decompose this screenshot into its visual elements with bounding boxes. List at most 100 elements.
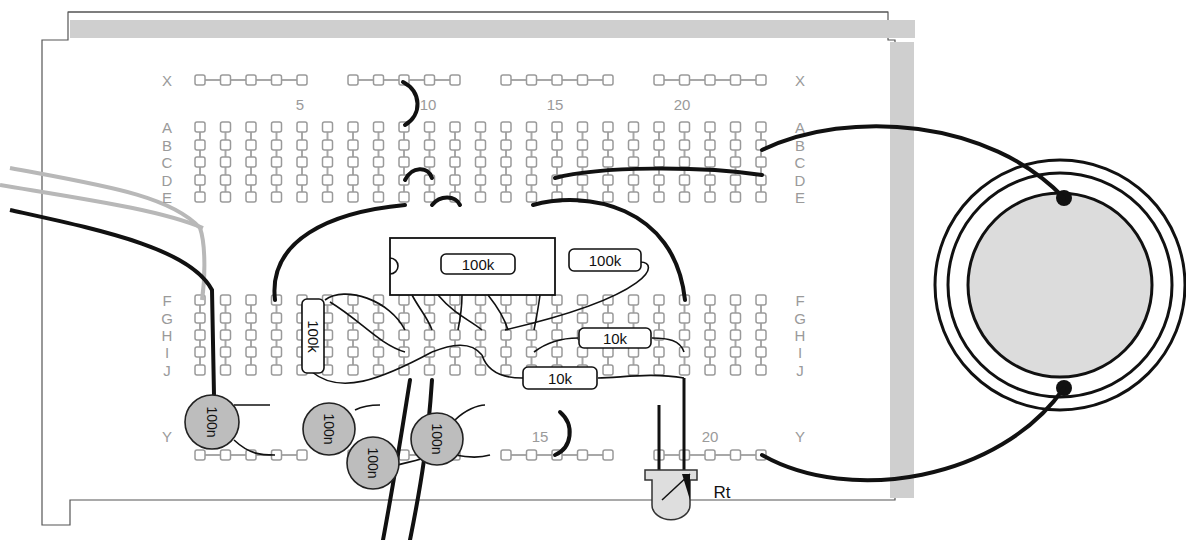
hole: [501, 347, 511, 357]
component-value: 100k: [589, 253, 622, 268]
hole: [323, 157, 333, 167]
hole: [629, 175, 639, 185]
hole: [603, 157, 613, 167]
hole: [272, 330, 282, 340]
hole: [374, 313, 384, 323]
breadboard-index: X: [162, 73, 172, 88]
hole: [272, 140, 282, 150]
component-value: 100n: [366, 447, 380, 478]
hole: [705, 75, 715, 85]
hole: [629, 313, 639, 323]
hole: [731, 75, 741, 85]
hole: [603, 75, 613, 85]
hole: [195, 347, 205, 357]
hole: [501, 295, 511, 305]
hole: [450, 295, 460, 305]
hole: [476, 295, 486, 305]
hole: [756, 313, 766, 323]
hole: [425, 75, 435, 85]
hole: [221, 313, 231, 323]
hole: [272, 75, 282, 85]
hole: [552, 140, 562, 150]
hole: [221, 192, 231, 202]
resistor-symbol: 100k: [301, 298, 325, 374]
hole: [578, 157, 588, 167]
hole: [450, 157, 460, 167]
hole: [399, 157, 409, 167]
hole: [705, 365, 715, 375]
hole: [501, 122, 511, 132]
hole: [221, 330, 231, 340]
hole: [731, 450, 741, 460]
hole: [578, 450, 588, 460]
hole: [527, 140, 537, 150]
hole: [476, 330, 486, 340]
hole: [501, 157, 511, 167]
breadboard-index: J: [796, 363, 804, 378]
breadboard-index: X: [795, 73, 805, 88]
hole: [756, 347, 766, 357]
board-edge-bar: [70, 20, 915, 38]
hole: [399, 192, 409, 202]
hole: [654, 140, 664, 150]
hole: [705, 140, 715, 150]
hole: [221, 295, 231, 305]
breadboard-index: 20: [702, 429, 719, 444]
capacitor-symbol: 100n: [184, 394, 240, 450]
hole: [603, 313, 613, 323]
hole: [323, 122, 333, 132]
hole: [246, 347, 256, 357]
hole: [603, 175, 613, 185]
hole: [552, 330, 562, 340]
hole: [756, 157, 766, 167]
hole: [731, 295, 741, 305]
breadboard-index: H: [162, 328, 173, 343]
hole: [756, 330, 766, 340]
hole: [680, 347, 690, 357]
capacitor-symbol: 100n: [346, 436, 400, 490]
breadboard-index: D: [795, 173, 806, 188]
hole: [629, 295, 639, 305]
hole: [450, 347, 460, 357]
hole: [297, 175, 307, 185]
hole: [425, 140, 435, 150]
breadboard-index: 15: [532, 429, 549, 444]
hole: [731, 330, 741, 340]
capacitor-symbol: 100n: [410, 412, 464, 466]
hole: [348, 75, 358, 85]
hole: [246, 313, 256, 323]
hole: [425, 157, 435, 167]
hole: [246, 140, 256, 150]
hole: [195, 75, 205, 85]
breadboard-index: I: [798, 345, 802, 360]
hole: [680, 365, 690, 375]
hole: [603, 192, 613, 202]
hole: [680, 175, 690, 185]
hole: [450, 175, 460, 185]
hole: [705, 313, 715, 323]
hole: [246, 330, 256, 340]
hole: [654, 75, 664, 85]
hole: [527, 122, 537, 132]
hole: [246, 122, 256, 132]
breadboard-index: Y: [162, 429, 172, 444]
capacitor-outline: [411, 413, 463, 465]
component-value: 100k: [306, 320, 321, 353]
hole: [578, 313, 588, 323]
breadboard-index: E: [795, 190, 805, 205]
hole: [476, 347, 486, 357]
hole: [195, 122, 205, 132]
hole: [654, 347, 664, 357]
resistor-outline: [579, 328, 651, 348]
hole: [246, 75, 256, 85]
resistor-outline: [302, 299, 324, 373]
part-label: Rt: [714, 484, 731, 501]
hole: [705, 157, 715, 167]
hole: [374, 75, 384, 85]
hole: [374, 192, 384, 202]
hole: [654, 122, 664, 132]
hole: [501, 175, 511, 185]
hole: [221, 347, 231, 357]
hole: [323, 192, 333, 202]
breadboard-index: G: [794, 311, 806, 326]
